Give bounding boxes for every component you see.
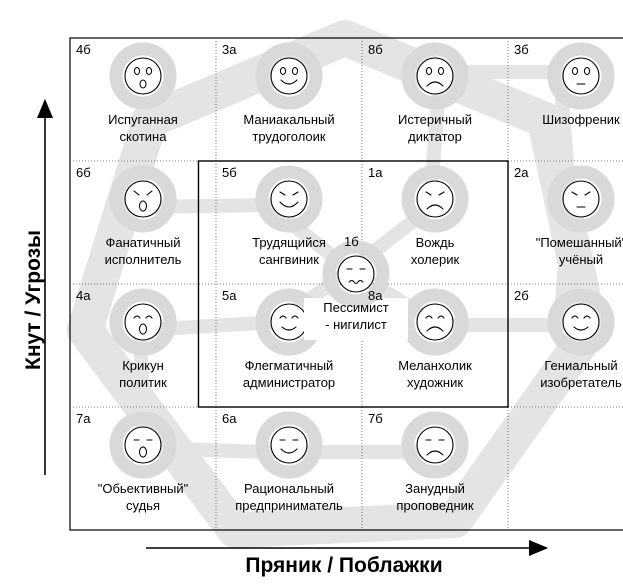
cell-caption: "Обьективный" [98, 481, 189, 496]
cell-caption: художник [407, 375, 463, 390]
cell-caption: администратор [243, 375, 335, 390]
cell-caption: учёный [559, 252, 603, 267]
cell-caption: Занудный [405, 481, 465, 496]
cell-caption: холерик [411, 252, 460, 267]
cell-caption: политик [119, 375, 167, 390]
cell-caption: Испуганная [108, 112, 178, 127]
cell-code: 2б [514, 288, 529, 303]
face-wavy-icon [322, 240, 390, 308]
cell-caption: проповедник [396, 498, 474, 513]
cell-code: 7б [368, 411, 383, 426]
cell-caption: скотина [120, 129, 168, 144]
cell-caption: диктатор [408, 129, 462, 144]
cell-code: 4а [76, 288, 91, 303]
face-shout-icon [109, 165, 177, 233]
face-layer [109, 42, 615, 479]
face-sad-icon [401, 42, 469, 110]
cell-caption: изобретатель [540, 375, 622, 390]
cell-caption: судья [126, 498, 160, 513]
face-calm-icon [255, 288, 323, 356]
cell-code: 8а [368, 288, 383, 303]
cell-caption: Шизофреник [542, 112, 620, 127]
face-happy-icon [255, 42, 323, 110]
center-code: 1б [344, 234, 359, 249]
y-axis-label: Кнут / Угрозы [22, 230, 45, 370]
face-angry-icon [401, 165, 469, 233]
central-zone [197, 160, 509, 408]
cell-caption: Вождь [416, 235, 455, 250]
face-scared-icon [109, 42, 177, 110]
center-caption: Пессимист [323, 300, 389, 315]
cell-code: 3б [514, 42, 529, 57]
cell-caption: Флегматичный [245, 358, 334, 373]
cell-caption: Рациональный [244, 481, 334, 496]
cell-code: 8б [368, 42, 383, 57]
cell-code: 6а [222, 411, 237, 426]
cell-caption: Гениальный [544, 358, 617, 373]
face-yell-icon [109, 288, 177, 356]
cell-code: 3а [222, 42, 237, 57]
face-grin-icon [255, 165, 323, 233]
cell-caption: Меланхолик [398, 358, 472, 373]
face-bored-icon [401, 411, 469, 479]
cell-caption: исполнитель [105, 252, 182, 267]
background-polygon [67, 20, 608, 548]
x-axis-label: Пряник / Поблажки [245, 554, 443, 577]
center-caption: - нигилист [325, 317, 387, 332]
cell-code: 5а [222, 288, 237, 303]
cell-caption: сангвиник [259, 252, 319, 267]
cell-code: 7а [76, 411, 91, 426]
cell-caption: Фанатичный [105, 235, 180, 250]
cell-caption: предприниматель [235, 498, 343, 513]
cell-caption: трудоголоик [252, 129, 326, 144]
cell-code: 6б [76, 165, 91, 180]
cell-caption: Трудящийся [252, 235, 326, 250]
face-yell_flat-icon [109, 411, 177, 479]
face-neutral-icon [547, 42, 615, 110]
cell-caption: Истеричный [398, 112, 472, 127]
cell-code: 5б [222, 165, 237, 180]
cell-code: 1а [368, 165, 383, 180]
face-content-icon [255, 411, 323, 479]
face-squint-icon [547, 165, 615, 233]
cell-code: 2а [514, 165, 529, 180]
cell-caption: Крикун [122, 358, 164, 373]
cell-caption: Маниакальный [243, 112, 334, 127]
cell-caption: "Помешанный" [536, 235, 623, 250]
cell-code: 4б [76, 42, 91, 57]
face-calm-icon [547, 288, 615, 356]
